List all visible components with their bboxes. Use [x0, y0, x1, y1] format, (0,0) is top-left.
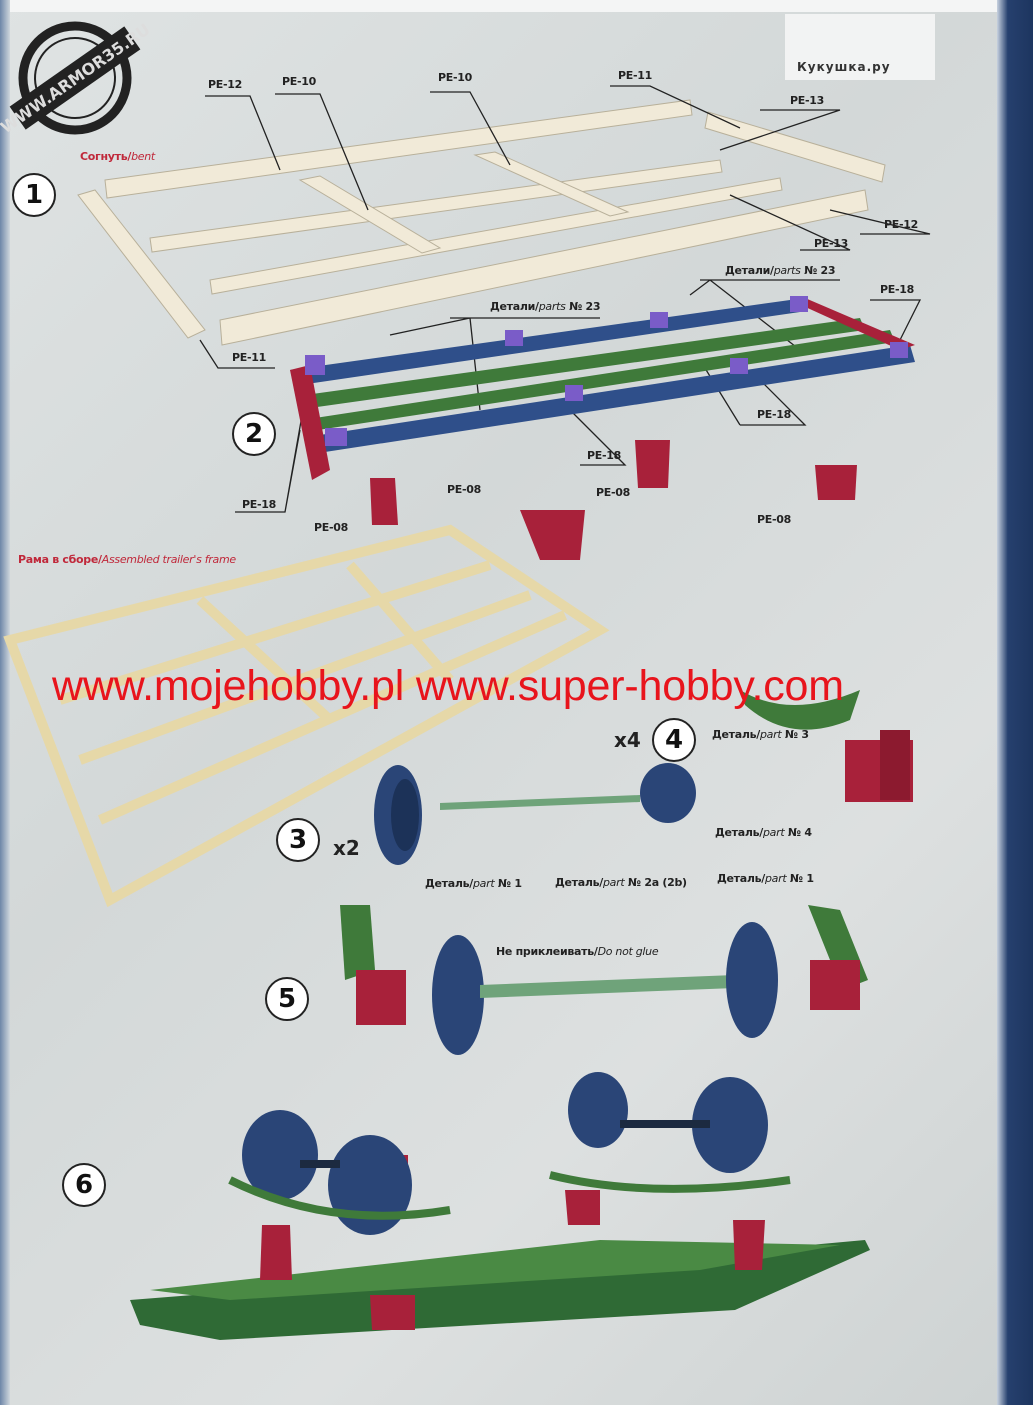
step-4-multiplier: x4 — [614, 728, 641, 752]
label-pe-08: PE-08 — [596, 486, 630, 499]
kukushka-logo: Кукушка.ру — [785, 14, 935, 80]
label-parts-23: Детали/parts № 23 — [725, 264, 836, 277]
label-parts-23: Детали/parts № 23 — [490, 300, 601, 313]
label-pe-08: PE-08 — [447, 483, 481, 496]
step-3-badge: 3 — [276, 818, 320, 862]
label-pe-18: PE-18 — [757, 408, 791, 421]
label-pe-11: PE-11 — [232, 351, 266, 364]
step-1-badge: 1 — [12, 173, 56, 217]
step6-assembly — [130, 1072, 870, 1340]
label-pe-12: PE-12 — [884, 218, 918, 231]
label-pe-18: PE-18 — [587, 449, 621, 462]
label-pe-08: PE-08 — [314, 521, 348, 534]
step2-frame — [290, 296, 915, 560]
step-6-badge: 6 — [62, 1163, 106, 1207]
label-pe-10: PE-10 — [438, 71, 472, 84]
pe-08-brackets — [370, 440, 857, 560]
assembled-frame-caption: Рама в сборе/Assembled trailer's frame — [18, 553, 236, 566]
armor35-stamp-logo: WWW.ARMOR35.RU — [0, 20, 154, 138]
background-edge-right — [997, 0, 1033, 1405]
step4-parts — [740, 690, 913, 802]
bend-note: Согнуть/bent — [80, 150, 155, 163]
paper-edge-left — [0, 0, 10, 1405]
step3-wheelset — [374, 763, 696, 865]
label-pe-11: PE-11 — [618, 69, 652, 82]
label-pe-13: PE-13 — [814, 237, 848, 250]
step1-beams — [77, 99, 886, 346]
step-3-multiplier: x2 — [333, 836, 360, 860]
label-pe-18: PE-18 — [880, 283, 914, 296]
step-2-badge: 2 — [232, 412, 276, 456]
label-pe-10: PE-10 — [282, 75, 316, 88]
label-part-2a: Деталь/part № 2a (2b) — [555, 876, 687, 889]
step-4-badge: 4 — [652, 718, 696, 762]
label-part-4: Деталь/part № 4 — [715, 826, 812, 839]
label-part-1: Деталь/part № 1 — [717, 872, 814, 885]
label-part-1: Деталь/part № 1 — [425, 877, 522, 890]
label-pe-08: PE-08 — [757, 513, 791, 526]
step-5-badge: 5 — [265, 977, 309, 1021]
label-pe-13: PE-13 — [790, 94, 824, 107]
do-not-glue-note: Не приклеивать/Do not glue — [496, 945, 659, 958]
watermark-text: www.mojehobby.pl www.super-hobby.com — [52, 662, 844, 710]
label-part-3: Деталь/part № 3 — [712, 728, 809, 741]
paper-edge-top — [0, 0, 1033, 12]
step5-axle — [340, 905, 868, 1055]
label-pe-12: PE-12 — [208, 78, 242, 91]
assembled-frame — [3, 524, 610, 908]
label-pe-18: PE-18 — [242, 498, 276, 511]
kukushka-logo-text: Кукушка.ру — [797, 60, 891, 74]
